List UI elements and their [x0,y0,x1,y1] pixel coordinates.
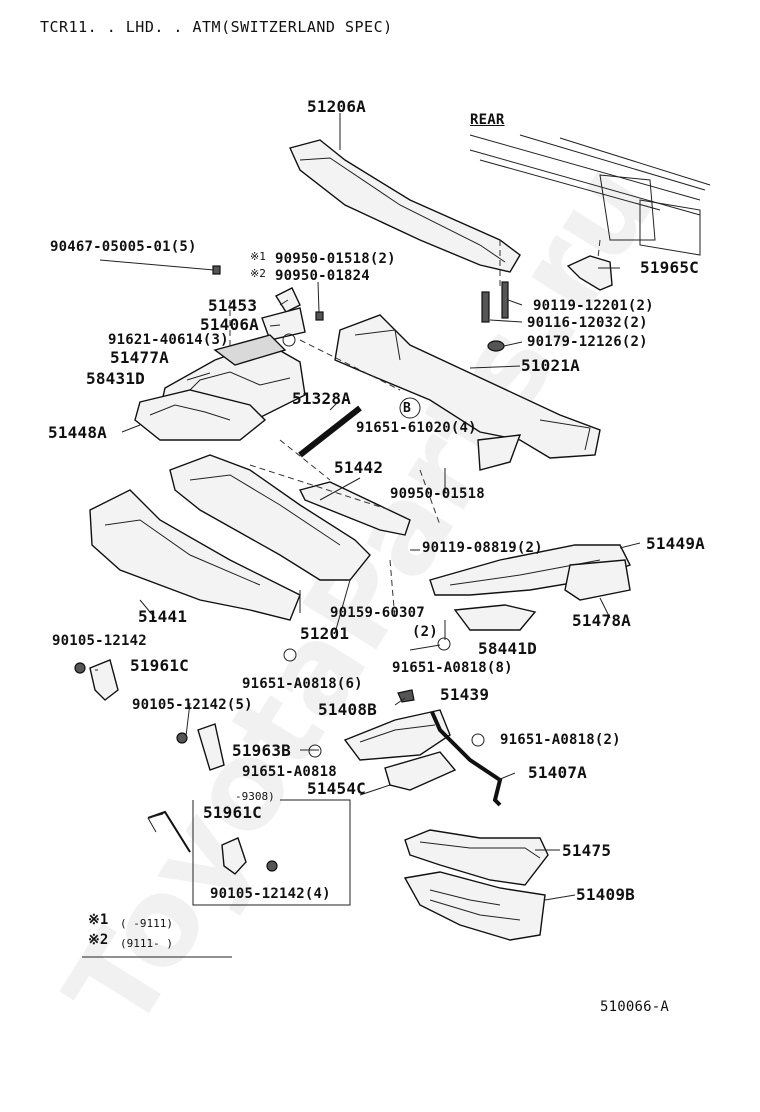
page-title: TCR11. . LHD. . ATM(SWITZERLAND SPEC) [40,18,393,36]
label-91651-A0818: 91651-A0818 [242,764,337,780]
cover-51408B-drawing [343,709,451,761]
label-90105-12142-5: 90105-12142(5) [132,697,253,713]
bracket-51406A-drawing [261,307,306,341]
label-90950-01518: 90950-01518 [390,486,485,502]
label-90950-01518-2: 90950-01518(2) [275,251,396,267]
bracket-51478A-drawing [564,559,631,601]
label-51407A: 51407A [528,763,587,782]
ref-marker-b-large: B [403,401,412,416]
label-90105-12142: 90105-12142 [52,633,147,649]
label-51328A: 51328A [292,389,351,408]
rod-51328A-drawing [298,405,362,458]
label-91621-40614: 91621-40614(3) [108,332,229,348]
cover-51454C-drawing [384,751,457,791]
label-51963B: 51963B [232,741,291,760]
label-51965C: 51965C [640,258,699,277]
label-51408B: 51408B [318,700,377,719]
rear-label: REAR [470,112,505,128]
inset-range: -9308) [235,790,275,803]
label-51206A: 51206A [307,97,366,116]
crossmember-51206A-drawing [289,139,521,273]
bracket-51961C-drawing [89,659,119,701]
label-51448A: 51448A [48,423,107,442]
member-51442-drawing [298,481,411,536]
label-51478A: 51478A [572,611,631,630]
cover-51441-drawing [89,489,301,621]
label-90467-05005-01: 90467-05005-01(5) [50,239,197,255]
label-90119-12201: 90119-12201(2) [533,298,654,314]
cover-58441D-drawing [453,604,537,631]
label-91651-A0818-8: 91651-A0818(8) [392,660,513,676]
note-mark-2a: ※2 [250,267,266,280]
label-51201: 51201 [300,624,350,643]
plate-51409B-drawing [403,871,546,941]
label-90159-60307: 90159-60307 [330,605,425,621]
note-mark-1a: ※1 [250,250,266,263]
label-51453: 51453 [208,296,258,315]
note-range-2: (9111- ) [120,937,173,950]
plate-51475-drawing [404,829,549,886]
label-51442: 51442 [334,458,384,477]
bracket-51963B-drawing [197,723,225,771]
cover-51201-drawing [169,454,371,581]
note-mark-2: ※2 [88,932,109,948]
label-51406A: 51406A [200,315,259,334]
label-91651-61020: 91651-61020(4) [356,420,477,436]
label-90950-01824: 90950-01824 [275,268,370,284]
label-51961C: 51961C [130,656,189,675]
clip-51439-drawing [397,689,415,703]
label-51961C-inset: 51961C [203,803,262,822]
bracket-51965C-drawing [566,255,613,291]
label-51409B: 51409B [576,885,635,904]
note-mark-1: ※1 [88,912,109,928]
crossmember-51021A-drawing [334,314,601,459]
label-51477A: 51477A [110,348,169,367]
cover-51448A-drawing [134,389,267,441]
label-90116-12032: 90116-12032(2) [527,315,648,331]
label-51439: 51439 [440,685,490,704]
label-90105-12142-4: 90105-12142(4) [210,886,331,902]
label-51449A: 51449A [646,534,705,553]
figure-code: 510066-A [600,999,670,1015]
label-90159-qty: (2) [412,624,438,640]
frame-rails-drawing [469,134,711,256]
rod-51407A-drawing [430,711,503,807]
label-91651-A0818-2: 91651-A0818(2) [500,732,621,748]
label-51021A: 51021A [521,356,580,375]
label-58431D: 58431D [86,369,145,388]
label-58441D: 58441D [478,639,537,658]
note-range-1: ( -9111) [120,917,173,930]
label-90179-12126: 90179-12126(2) [527,334,648,350]
label-51475: 51475 [562,841,612,860]
label-91651-A0818-6: 91651-A0818(6) [242,676,363,692]
label-51454C: 51454C [307,779,366,798]
label-90119-08819: 90119-08819(2) [422,540,543,556]
label-51441: 51441 [138,607,188,626]
